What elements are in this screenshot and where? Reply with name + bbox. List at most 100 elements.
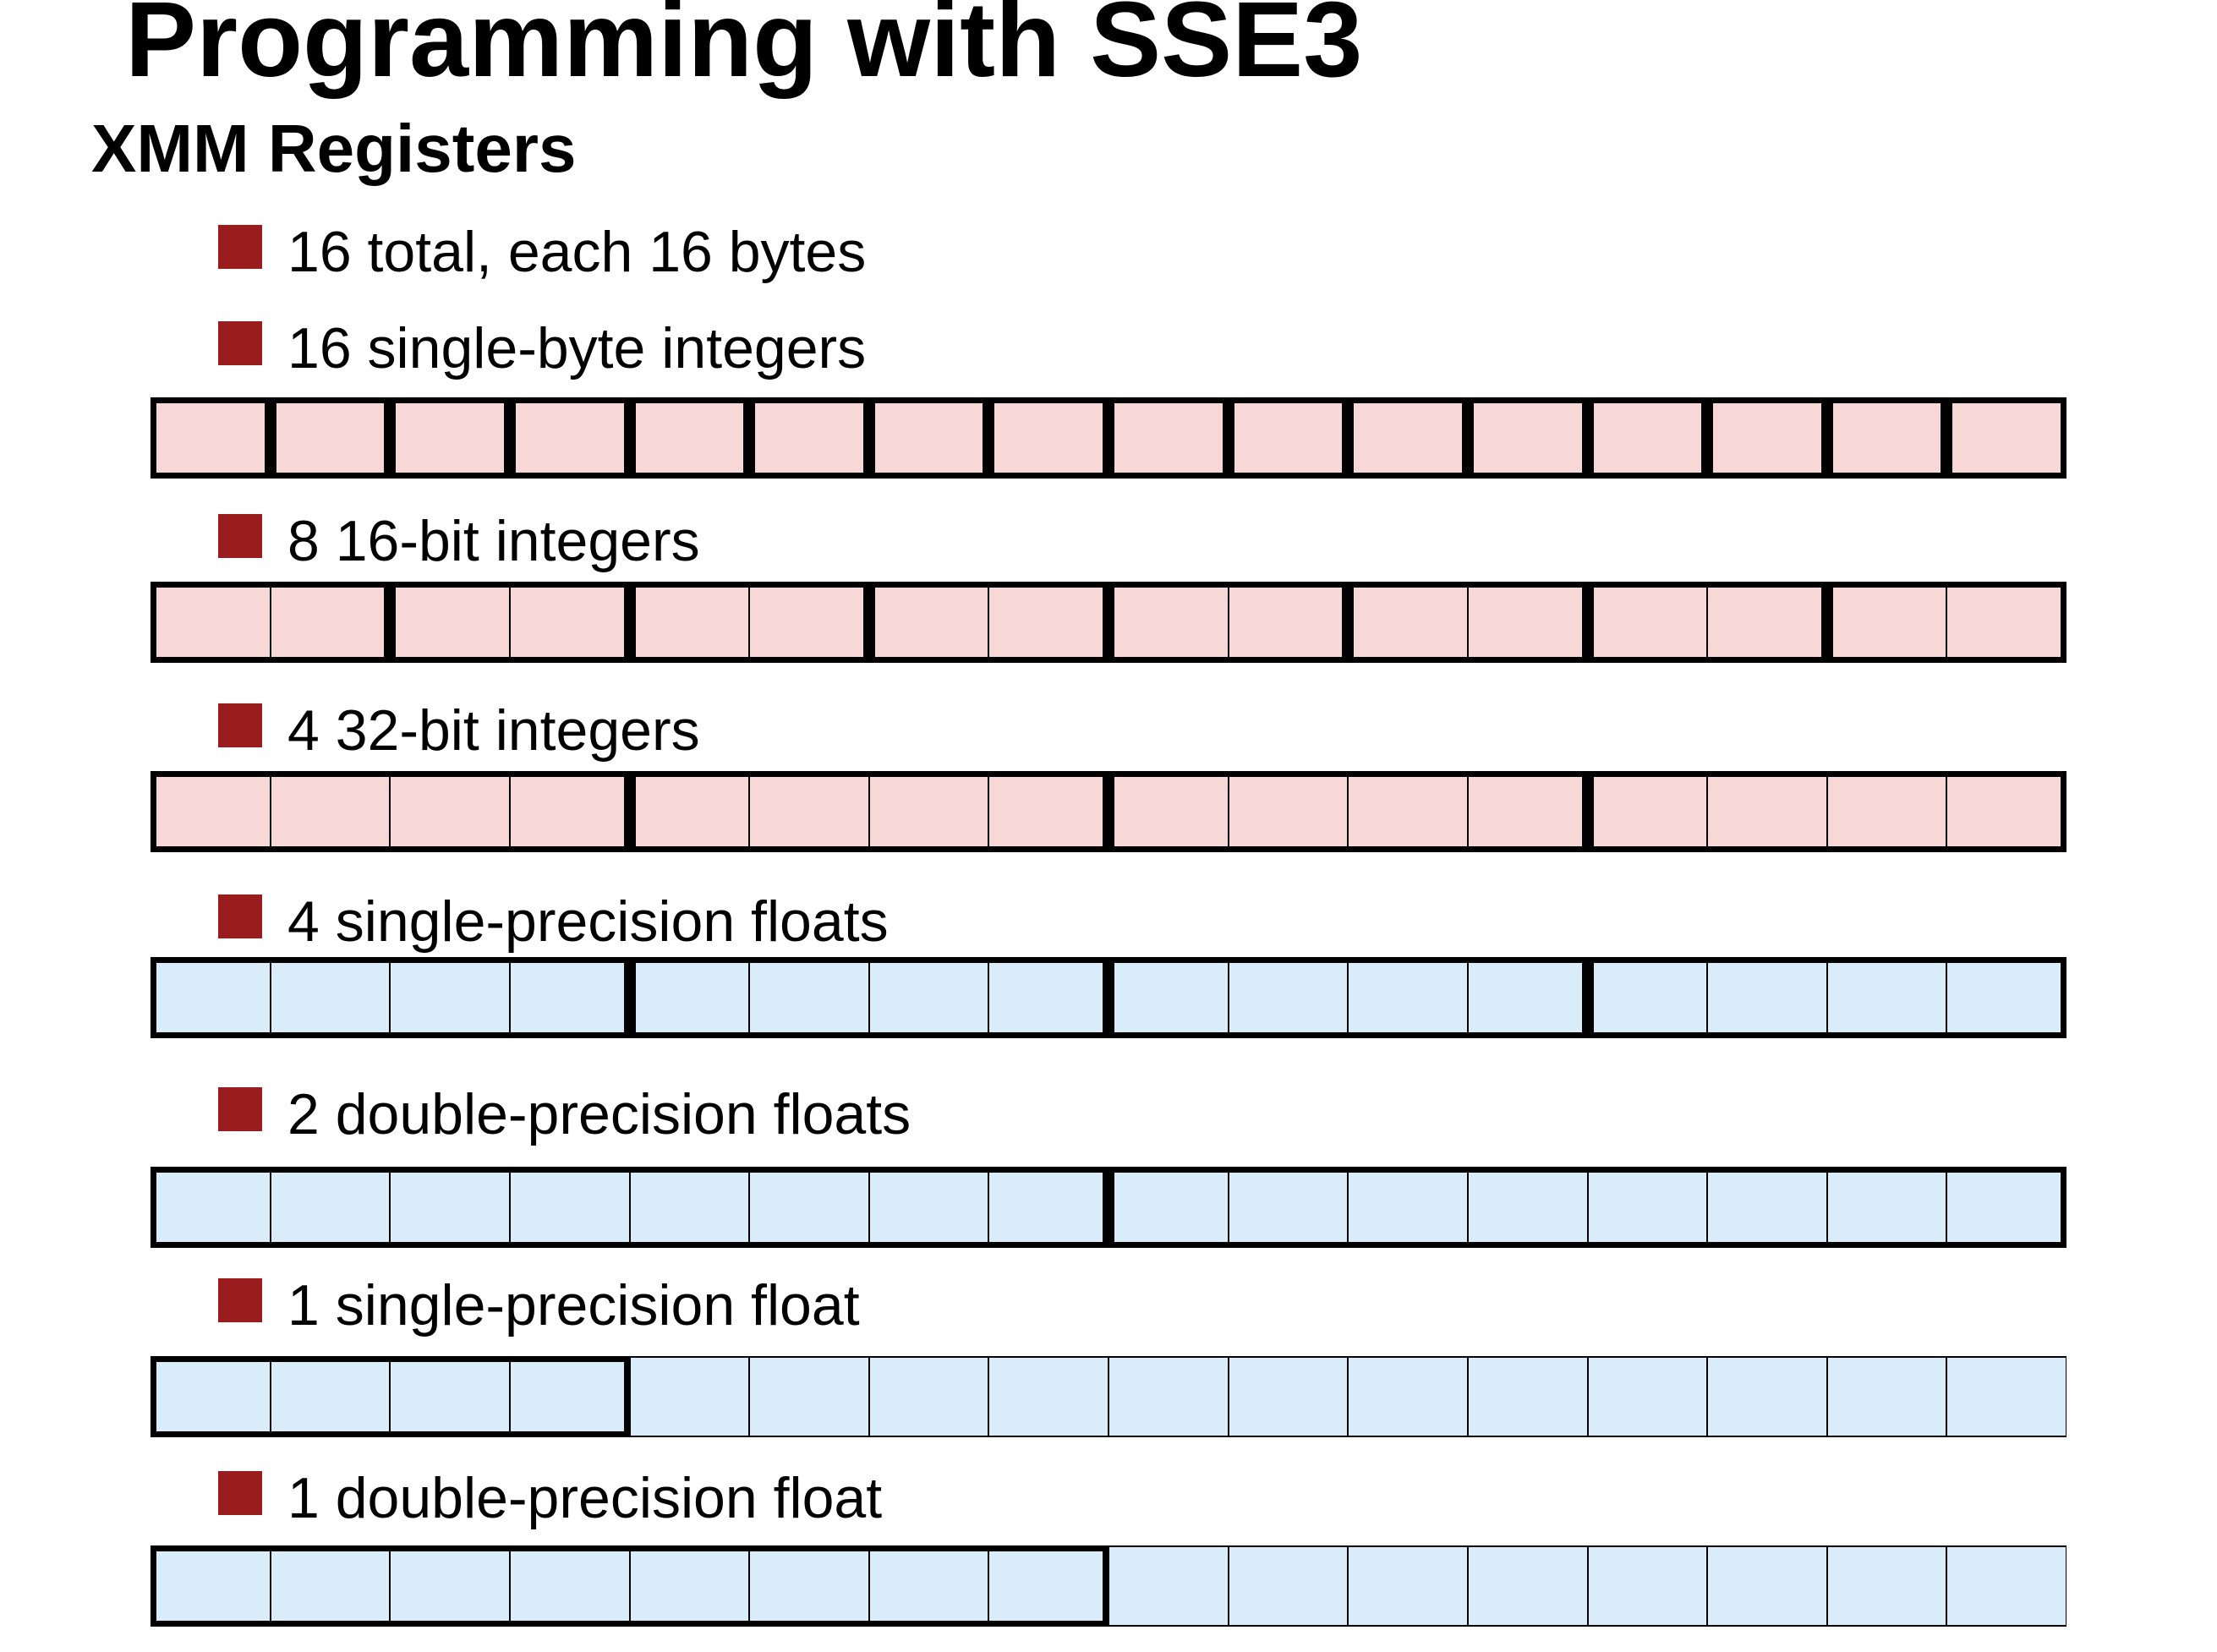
register-byte-cell xyxy=(270,1356,391,1437)
bullet-square-icon xyxy=(218,225,262,269)
register-byte-cell xyxy=(151,397,271,479)
register-byte-cell xyxy=(629,1356,750,1437)
register-byte-cell xyxy=(1587,1545,1708,1627)
register-byte-cell xyxy=(509,582,630,663)
bullet-text-register-6: 1 double-precision float xyxy=(287,1466,883,1530)
register-byte-cell xyxy=(749,957,869,1038)
register-diagram-0 xyxy=(151,397,2066,479)
register-byte-cell xyxy=(509,771,630,852)
register-byte-cell xyxy=(868,771,989,852)
register-byte-cell xyxy=(1467,397,1588,479)
register-byte-cell xyxy=(868,957,989,1038)
register-byte-cell xyxy=(1707,582,1827,663)
bullet-square-icon xyxy=(218,1278,262,1322)
bullet-register-2: 4 32-bit integers xyxy=(218,685,700,766)
register-byte-cell xyxy=(1946,1356,2066,1437)
register-byte-cell xyxy=(1707,1356,1827,1437)
slide-title: Programming with SSE3 xyxy=(125,0,1363,99)
bullet-text-register-0: 16 single-byte integers xyxy=(287,316,867,380)
register-byte-cell xyxy=(509,397,630,479)
register-byte-cell xyxy=(1826,957,1947,1038)
register-byte-cell xyxy=(390,397,510,479)
register-byte-cell xyxy=(868,397,989,479)
register-byte-cell xyxy=(1467,1545,1588,1627)
register-byte-cell xyxy=(151,1167,271,1248)
register-byte-cell xyxy=(1348,1545,1468,1627)
register-byte-cell xyxy=(1108,771,1229,852)
bullet-text-register-5: 1 single-precision float xyxy=(287,1273,860,1337)
register-diagram-6 xyxy=(151,1545,2066,1627)
register-byte-cell xyxy=(749,397,869,479)
register-byte-cell xyxy=(1348,1167,1468,1248)
register-byte-cell xyxy=(988,1545,1108,1627)
register-byte-cell xyxy=(270,771,391,852)
register-byte-cell xyxy=(509,957,630,1038)
register-byte-cell xyxy=(1228,771,1349,852)
bullet-square-icon xyxy=(218,321,262,365)
register-byte-cell xyxy=(988,397,1108,479)
register-byte-cell xyxy=(1826,397,1947,479)
register-byte-cell xyxy=(1587,582,1708,663)
bullet-register-0: 16 single-byte integers xyxy=(218,303,866,384)
register-byte-cell xyxy=(509,1356,630,1437)
register-byte-cell xyxy=(868,1545,989,1627)
register-byte-cell xyxy=(1467,1167,1588,1248)
register-byte-cell xyxy=(629,397,750,479)
bullet-intro: 16 total, each 16 bytes xyxy=(218,206,866,287)
register-byte-cell xyxy=(1826,1167,1947,1248)
register-byte-cell xyxy=(270,582,391,663)
register-byte-cell xyxy=(390,1356,510,1437)
bullet-text-register-1: 8 16-bit integers xyxy=(287,509,700,573)
register-byte-cell xyxy=(1467,1356,1588,1437)
register-byte-cell xyxy=(1826,1545,1947,1627)
register-byte-cell xyxy=(390,1167,510,1248)
register-byte-cell xyxy=(270,397,391,479)
bullet-square-icon xyxy=(218,894,262,938)
bullet-square-icon xyxy=(218,514,262,558)
register-byte-cell xyxy=(1108,582,1229,663)
register-byte-cell xyxy=(988,1167,1108,1248)
register-byte-cell xyxy=(1826,582,1947,663)
register-byte-cell xyxy=(1108,397,1229,479)
bullet-register-3: 4 single-precision floats xyxy=(218,876,889,957)
bullet-square-icon xyxy=(218,1471,262,1515)
register-byte-cell xyxy=(1348,397,1468,479)
register-byte-cell xyxy=(749,1356,869,1437)
register-byte-cell xyxy=(151,1356,271,1437)
register-byte-cell xyxy=(151,1545,271,1627)
register-byte-cell xyxy=(1348,1356,1468,1437)
register-byte-cell xyxy=(1946,1167,2066,1248)
register-byte-cell xyxy=(749,1545,869,1627)
register-byte-cell xyxy=(1228,582,1349,663)
register-byte-cell xyxy=(390,771,510,852)
register-byte-cell xyxy=(1108,1545,1229,1627)
register-byte-cell xyxy=(151,582,271,663)
register-byte-cell xyxy=(988,1356,1108,1437)
register-byte-cell xyxy=(988,957,1108,1038)
register-byte-cell xyxy=(1587,1167,1708,1248)
register-byte-cell xyxy=(1946,771,2066,852)
register-diagram-3 xyxy=(151,957,2066,1038)
bullet-text-intro: 16 total, each 16 bytes xyxy=(287,220,867,284)
register-byte-cell xyxy=(629,1545,750,1627)
register-byte-cell xyxy=(1108,1356,1229,1437)
register-byte-cell xyxy=(868,1356,989,1437)
register-byte-cell xyxy=(1467,771,1588,852)
register-diagram-2 xyxy=(151,771,2066,852)
register-byte-cell xyxy=(1108,1167,1229,1248)
register-byte-cell xyxy=(1946,957,2066,1038)
bullet-square-icon xyxy=(218,703,262,747)
bullet-text-register-3: 4 single-precision floats xyxy=(287,889,889,954)
register-byte-cell xyxy=(390,1545,510,1627)
register-byte-cell xyxy=(1228,397,1349,479)
register-diagram-4 xyxy=(151,1167,2066,1248)
register-byte-cell xyxy=(1348,582,1468,663)
register-diagram-1 xyxy=(151,582,2066,663)
register-byte-cell xyxy=(1946,397,2066,479)
register-byte-cell xyxy=(868,1167,989,1248)
register-byte-cell xyxy=(1467,582,1588,663)
register-diagram-5 xyxy=(151,1356,2066,1437)
slide-subtitle: XMM Registers xyxy=(91,111,577,186)
register-byte-cell xyxy=(1946,1545,2066,1627)
